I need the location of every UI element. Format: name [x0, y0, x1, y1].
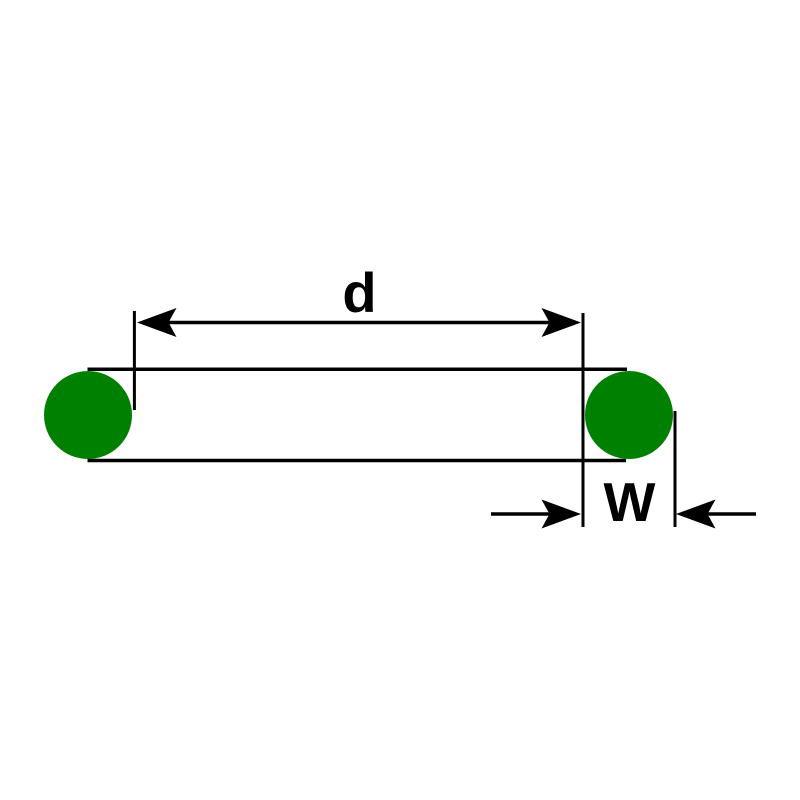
svg-text:W: W	[604, 471, 656, 533]
svg-text:d: d	[342, 261, 376, 324]
